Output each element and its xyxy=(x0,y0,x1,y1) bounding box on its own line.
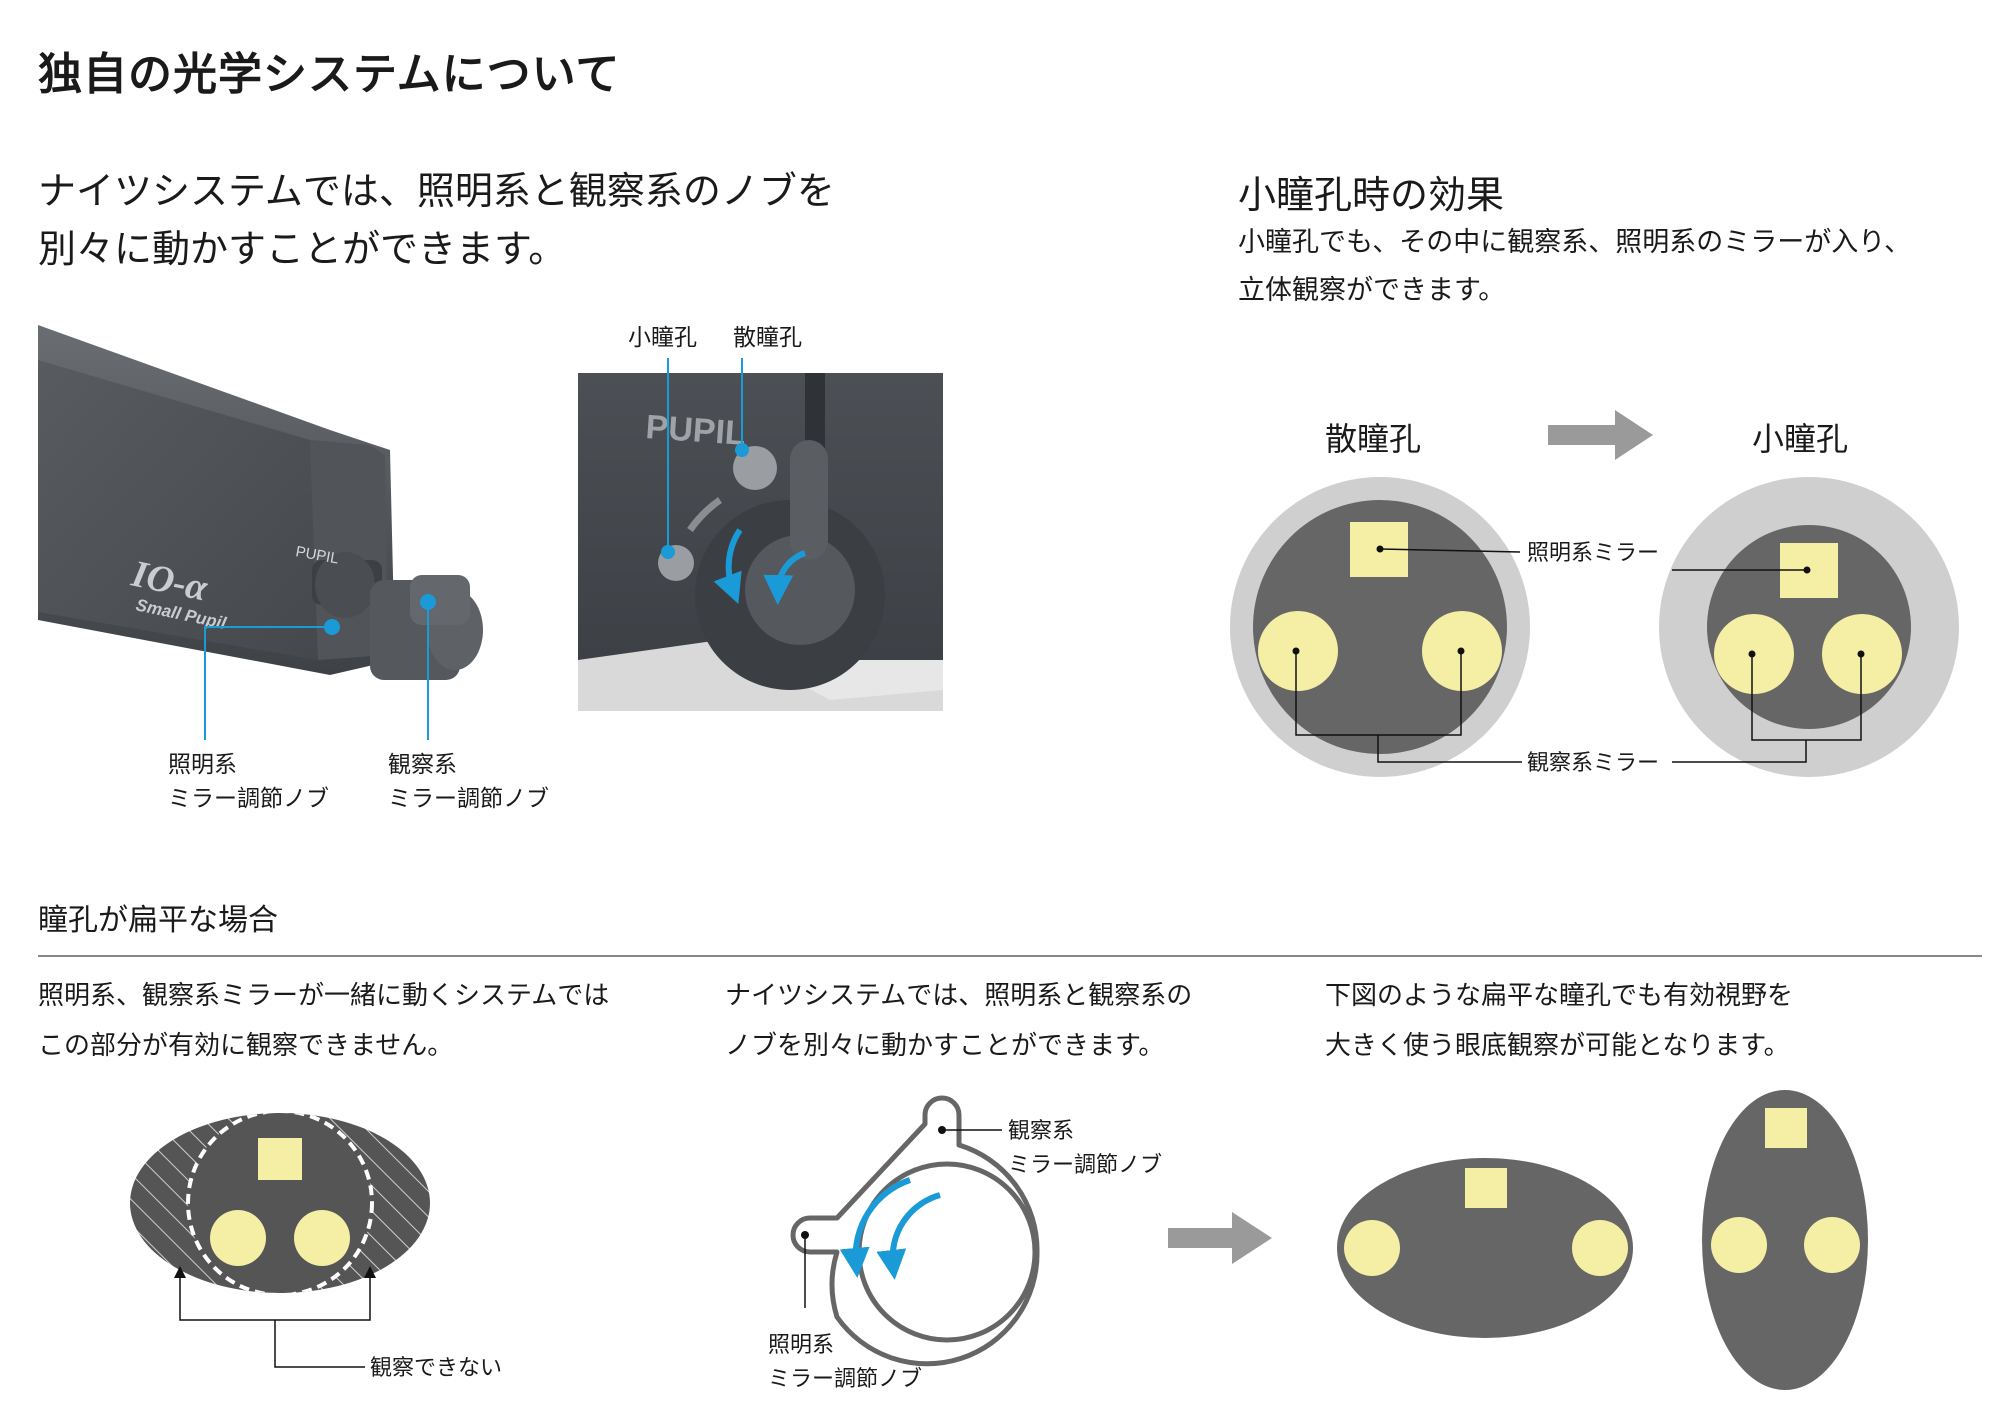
intro-line-2: 別々に動かすことができます。 xyxy=(38,227,567,271)
small-pupil-heading: 小瞳孔時の効果 xyxy=(1238,173,1505,217)
instrument-photo: PUPIL IO-α Small Pupil xyxy=(38,325,483,740)
obs-mirror-label: 観察系ミラー xyxy=(1527,751,1659,776)
small-pupil-label: 小瞳孔 xyxy=(1752,420,1848,458)
col3-line-1: 下図のような扁平な瞳孔でも有効視野を xyxy=(1325,981,1794,1011)
illum-mirror-label: 照明系ミラー xyxy=(1527,541,1659,566)
small-pupil-diagram xyxy=(1659,477,1959,777)
flat-pupil-heading: 瞳孔が扁平な場合 xyxy=(38,903,278,938)
obs-mirror-left xyxy=(1711,1217,1767,1273)
col1-line-2: この部分が有効に観察できません。 xyxy=(38,1031,454,1061)
intro-line-1: ナイツシステムでは、照明系と観察系のノブを xyxy=(38,169,835,213)
right-arrow-icon xyxy=(1548,410,1653,460)
vertical-flat-pupil xyxy=(1702,1090,1868,1390)
schematic-obs-label-2: ミラー調節ノブ xyxy=(1008,1153,1162,1178)
flat-pupil-fixed-diagram xyxy=(130,1113,430,1368)
photo1-obs-label-1: 観察系 xyxy=(388,752,457,778)
photo2-pupil-mark: PUPIL xyxy=(644,408,747,453)
photo2-dilated-label: 散瞳孔 xyxy=(733,325,802,351)
obs-mirror-left xyxy=(210,1210,266,1266)
dilated-pupil-label: 散瞳孔 xyxy=(1325,420,1421,458)
col1-line-1: 照明系、観察系ミラーが一緒に動くシステムでは xyxy=(38,981,610,1011)
col2-line-1: ナイツシステムでは、照明系と観察系の xyxy=(725,981,1193,1011)
dilated-pupil-diagram xyxy=(1230,477,1530,777)
col2-line-2: ノブを別々に動かすことができます。 xyxy=(725,1031,1165,1061)
knob-schematic xyxy=(790,1095,1040,1367)
illum-mirror xyxy=(258,1138,302,1180)
knob-closeup-photo: PUPIL xyxy=(578,358,943,711)
obs-mirror-right xyxy=(1572,1220,1628,1276)
section-divider xyxy=(38,955,1982,957)
photo1-illum-label-1: 照明系 xyxy=(168,752,237,778)
small-pupil-desc-1: 小瞳孔でも、その中に観察系、照明系のミラーが入り、 xyxy=(1238,227,1912,258)
obs-mirror-left xyxy=(1344,1220,1400,1276)
schematic-illum-label-1: 照明系 xyxy=(768,1333,834,1358)
small-pupil-desc-2: 立体観察ができます。 xyxy=(1238,275,1506,306)
illum-mirror xyxy=(1765,1108,1807,1148)
illum-mirror xyxy=(1465,1168,1507,1208)
photo1-obs-label-2: ミラー調節ノブ xyxy=(388,786,549,812)
obs-knob-disc xyxy=(745,535,855,645)
col3-line-2: 大きく使う眼底観察が可能となります。 xyxy=(1325,1031,1790,1061)
schematic-obs-label-1: 観察系 xyxy=(1008,1119,1074,1144)
dilated-position-mark xyxy=(733,446,777,490)
photo1-illum-label-2: ミラー調節ノブ xyxy=(168,786,329,812)
obs-mirror-right xyxy=(294,1210,350,1266)
right-arrow-icon xyxy=(1168,1212,1272,1264)
page-title: 独自の光学システムについて xyxy=(38,49,621,100)
horizontal-flat-pupil xyxy=(1337,1158,1633,1338)
obs-mirror-right xyxy=(1804,1217,1860,1273)
photo2-small-label: 小瞳孔 xyxy=(628,325,697,351)
unobservable-label: 観察できない xyxy=(370,1356,502,1381)
schematic-illum-label-2: ミラー調節ノブ xyxy=(768,1367,922,1392)
